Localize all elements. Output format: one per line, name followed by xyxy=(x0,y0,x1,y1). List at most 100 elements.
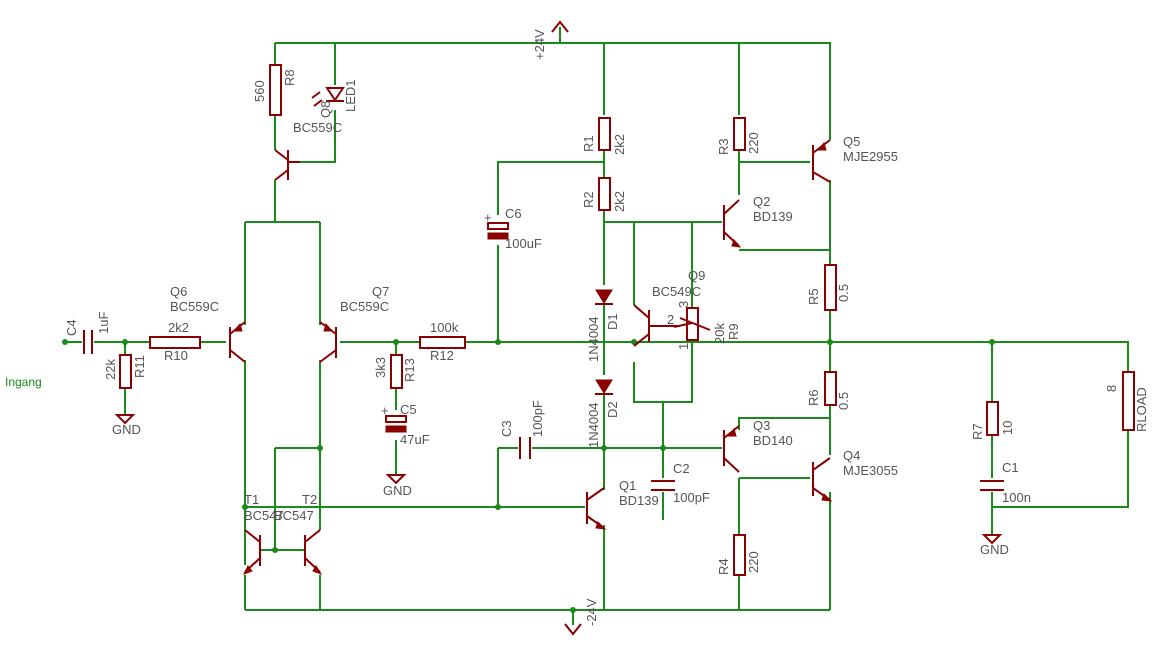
label-r12: R12 xyxy=(430,348,454,363)
label-vplus: +24V xyxy=(532,29,547,60)
supply-arrow-plus xyxy=(551,20,569,33)
transistor-q6 xyxy=(229,321,246,363)
label-c6v: 100uF xyxy=(505,236,542,251)
ground-symbol-3 xyxy=(981,534,1003,545)
label-led1: LED1 xyxy=(343,79,358,112)
label-c3v: 100pF xyxy=(530,400,545,437)
resistor-r10 xyxy=(149,336,201,349)
label-t2v: BC547 xyxy=(274,508,314,523)
label-rloadv: 8 xyxy=(1104,385,1119,392)
label-r2: R2 xyxy=(581,191,596,208)
label-r6: R6 xyxy=(806,389,821,406)
resistor-rload xyxy=(1122,371,1135,431)
transistor-q7 xyxy=(319,321,337,363)
capacitor-c3 xyxy=(519,437,531,459)
label-q4: Q4 xyxy=(843,448,860,463)
resistor-r7 xyxy=(986,401,999,436)
label-c6: C6 xyxy=(505,206,522,221)
label-q5v: MJE2955 xyxy=(843,149,898,164)
resistor-r11 xyxy=(119,354,132,389)
label-r5: R5 xyxy=(806,288,821,305)
label-gnd1: GND xyxy=(112,422,141,437)
label-q4v: MJE3055 xyxy=(843,463,898,478)
label-t1v: BC547 xyxy=(244,508,284,523)
label-t1: T1 xyxy=(244,492,259,507)
transistor-q9 xyxy=(633,304,680,347)
labels: +24V -24V Ingang GND GND GND C4 1uF R11 … xyxy=(5,29,1149,626)
transistor-t1 xyxy=(242,529,261,575)
label-q5: Q5 xyxy=(843,134,860,149)
ground-symbol-2 xyxy=(385,474,407,485)
label-q3v: BD140 xyxy=(753,433,793,448)
electrolytic-capacitor-c6: + xyxy=(484,210,509,240)
label-r7v: 10 xyxy=(1000,421,1015,435)
label-r1v: 2k2 xyxy=(612,134,627,155)
label-r3v: 220 xyxy=(746,132,761,154)
label-c4v: 1uF xyxy=(96,312,111,334)
label-r11v: 22k xyxy=(103,359,118,380)
diode-d1 xyxy=(595,289,613,305)
label-d1v: 1N4004 xyxy=(586,316,601,362)
capacitor-c1 xyxy=(980,480,1004,491)
label-r9v: 20k xyxy=(712,323,727,344)
label-r10v: 2k2 xyxy=(168,320,189,335)
resistor-r12 xyxy=(419,336,466,349)
label-r4: R4 xyxy=(716,558,731,575)
capacitor-c4 xyxy=(83,330,93,354)
label-q2v: BD139 xyxy=(753,209,793,224)
label-q3: Q3 xyxy=(753,418,770,433)
label-r2v: 2k2 xyxy=(612,191,627,212)
label-gnd2: GND xyxy=(383,483,412,498)
label-q7v: BC559C xyxy=(340,299,389,314)
label-c2v: 100pF xyxy=(673,490,710,505)
resistor-r4 xyxy=(733,534,746,576)
capacitor-c2 xyxy=(651,480,675,491)
label-q8v: BC559C xyxy=(293,120,342,135)
resistor-r6 xyxy=(824,371,837,406)
label-gnd3: GND xyxy=(980,542,1009,557)
label-q7: Q7 xyxy=(372,284,389,299)
label-q1v: BD139 xyxy=(619,493,659,508)
transistor-t2 xyxy=(304,529,323,575)
label-pin2: 2 xyxy=(667,312,674,327)
svg-text:+: + xyxy=(381,403,389,418)
label-q9: Q9 xyxy=(688,268,705,283)
resistor-r3 xyxy=(733,117,746,151)
label-c1v: 100n xyxy=(1002,490,1031,505)
label-r3: R3 xyxy=(716,138,731,155)
label-c4: C4 xyxy=(64,319,79,336)
label-d2v: 1N4004 xyxy=(586,402,601,448)
supply-arrow-minus xyxy=(564,623,582,636)
label-q9v: BC549C xyxy=(652,284,701,299)
diode-d2 xyxy=(595,379,613,395)
label-r1: R1 xyxy=(581,135,596,152)
electrolytic-capacitor-c5: + xyxy=(381,403,407,433)
label-input: Ingang xyxy=(5,375,42,389)
label-q1: Q1 xyxy=(619,478,636,493)
label-q6v: BC559C xyxy=(170,299,219,314)
label-r5v: 0.5 xyxy=(836,284,851,302)
label-r10: R10 xyxy=(164,348,188,363)
label-d1: D1 xyxy=(605,313,620,330)
wires xyxy=(65,27,1129,625)
label-r9: R9 xyxy=(726,323,741,340)
junctions xyxy=(62,339,995,613)
ground-symbol-1 xyxy=(114,414,136,425)
transistor-q8 xyxy=(274,149,300,181)
label-rload: RLOAD xyxy=(1134,387,1149,432)
label-r7: R7 xyxy=(970,423,985,440)
label-d2: D2 xyxy=(605,401,620,418)
label-r11: R11 xyxy=(132,355,147,378)
label-c3: C3 xyxy=(499,420,514,437)
label-c5: C5 xyxy=(400,402,417,417)
transistor-q4 xyxy=(812,457,833,502)
label-q6: Q6 xyxy=(170,284,187,299)
resistor-r5 xyxy=(824,264,837,311)
resistor-r2 xyxy=(598,177,611,211)
label-pin1: 1 xyxy=(676,343,691,350)
label-c1: C1 xyxy=(1002,460,1019,475)
transistor-q1 xyxy=(586,487,607,530)
label-q8: Q8 xyxy=(318,101,333,118)
label-t2: T2 xyxy=(302,492,317,507)
